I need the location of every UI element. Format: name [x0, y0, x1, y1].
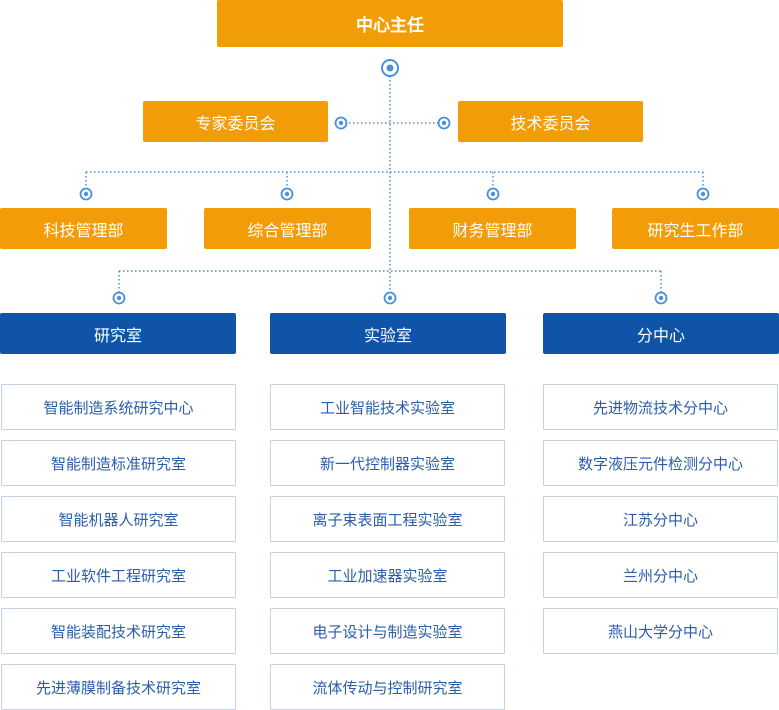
connector-dot — [386, 64, 394, 72]
division-header-branch: 分中心 — [543, 313, 779, 354]
research-item[interactable]: 工业软件工程研究室 — [1, 552, 236, 598]
division-header-research: 研究室 — [0, 313, 236, 354]
branch-item[interactable]: 数字液压元件检测分中心 — [543, 440, 778, 486]
research-item-label: 智能装配技术研究室 — [50, 622, 186, 641]
branch-item-label: 江苏分中心 — [622, 510, 698, 529]
division-title: 研究室 — [93, 325, 142, 345]
branch-item-label: 燕山大学分中心 — [607, 622, 713, 641]
research-item-label: 先进薄膜制备技术研究室 — [35, 678, 201, 697]
research-item[interactable]: 先进薄膜制备技术研究室 — [1, 664, 236, 710]
lab-item-label: 工业加速器实验室 — [327, 566, 448, 585]
connector-dots — [79, 59, 710, 305]
branch-item-label: 数字液压元件检测分中心 — [577, 454, 743, 473]
research-item-label: 智能制造标准研究室 — [50, 454, 186, 473]
lab-item-label: 新一代控制器实验室 — [319, 454, 455, 473]
division-title: 分中心 — [636, 325, 685, 345]
division-header-lab: 实验室 — [270, 313, 506, 354]
connector-dot — [700, 191, 706, 197]
technical-committee-label: 技术委员会 — [510, 113, 591, 133]
lab-item[interactable]: 流体传动与控制研究室 — [270, 664, 505, 710]
branch-item[interactable]: 江苏分中心 — [543, 496, 778, 542]
research-item[interactable]: 智能机器人研究室 — [1, 496, 236, 542]
lab-item[interactable]: 工业加速器实验室 — [270, 552, 505, 598]
connector-dot — [658, 295, 664, 301]
research-item-label: 智能机器人研究室 — [58, 510, 179, 529]
research-item-label: 工业软件工程研究室 — [50, 566, 186, 585]
department-label: 综合管理部 — [247, 220, 328, 240]
department-label: 研究生工作部 — [647, 220, 744, 240]
connector-dot — [284, 191, 290, 197]
lab-item-label: 工业智能技术实验室 — [319, 398, 455, 417]
technical-committee-box: 技术委员会 — [458, 101, 643, 142]
connector-dot — [490, 191, 496, 197]
director-box: 中心主任 — [217, 0, 563, 47]
connector-dot — [116, 295, 122, 301]
branch-item[interactable]: 燕山大学分中心 — [543, 608, 778, 654]
department-box: 研究生工作部 — [612, 208, 779, 249]
branch-item[interactable]: 先进物流技术分中心 — [543, 384, 778, 430]
division-title: 实验室 — [363, 325, 412, 345]
research-item[interactable]: 智能装配技术研究室 — [1, 608, 236, 654]
department-label: 财务管理部 — [452, 220, 533, 240]
branch-item-label: 兰州分中心 — [622, 566, 698, 585]
lab-item-label: 流体传动与控制研究室 — [312, 678, 463, 697]
expert-committee-label: 专家委员会 — [195, 113, 276, 133]
connector-dot — [387, 295, 393, 301]
department-label: 科技管理部 — [43, 220, 124, 240]
department-box: 财务管理部 — [409, 208, 576, 249]
connector-dot — [83, 191, 89, 197]
lab-item[interactable]: 离子束表面工程实验室 — [270, 496, 505, 542]
lab-item-label: 离子束表面工程实验室 — [312, 510, 463, 529]
connector-dot — [441, 120, 447, 126]
lab-item[interactable]: 工业智能技术实验室 — [270, 384, 505, 430]
branch-item-label: 先进物流技术分中心 — [592, 398, 728, 417]
branch-item[interactable]: 兰州分中心 — [543, 552, 778, 598]
director-label: 中心主任 — [356, 16, 424, 36]
department-box: 科技管理部 — [0, 208, 167, 249]
department-box: 综合管理部 — [204, 208, 371, 249]
research-item-label: 智能制造系统研究中心 — [43, 398, 194, 417]
lab-item[interactable]: 新一代控制器实验室 — [270, 440, 505, 486]
research-item[interactable]: 智能制造标准研究室 — [1, 440, 236, 486]
connector-dot — [338, 120, 344, 126]
lab-item-label: 电子设计与制造实验室 — [312, 622, 463, 641]
expert-committee-box: 专家委员会 — [143, 101, 328, 142]
research-item[interactable]: 智能制造系统研究中心 — [1, 384, 236, 430]
lab-item[interactable]: 电子设计与制造实验室 — [270, 608, 505, 654]
